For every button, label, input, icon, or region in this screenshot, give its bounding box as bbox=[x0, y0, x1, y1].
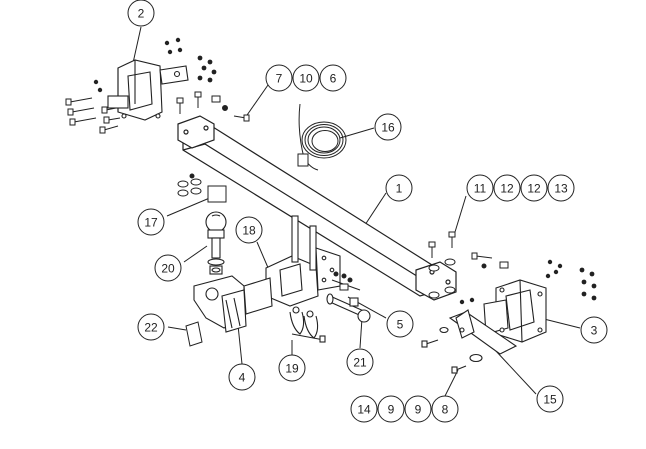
safety-shackles bbox=[289, 306, 326, 343]
callout-labels: 2 7 10 6 16 1 11 12 12 13 17 18 20 5 3 2… bbox=[138, 7, 598, 417]
callout-16 bbox=[374, 113, 402, 141]
callout-19 bbox=[278, 354, 306, 382]
left-bracket-nuts bbox=[93, 37, 217, 93]
callout-label-22: 22 bbox=[144, 321, 158, 335]
left-bracket-bolts bbox=[65, 97, 121, 134]
callout-label-12b: 12 bbox=[527, 182, 541, 196]
callout-18 bbox=[235, 216, 263, 244]
callout-22 bbox=[137, 313, 165, 341]
callout-5 bbox=[386, 310, 414, 338]
callout-17 bbox=[137, 208, 165, 236]
callout-label-14: 14 bbox=[357, 403, 371, 417]
callout-label-2: 2 bbox=[138, 7, 145, 21]
callout-label-5: 5 bbox=[397, 318, 404, 332]
callout-label-9b: 9 bbox=[415, 403, 422, 417]
callout-21 bbox=[346, 348, 374, 376]
reflector-plate bbox=[207, 185, 227, 203]
callout-20 bbox=[154, 254, 182, 282]
callout-6 bbox=[319, 64, 347, 92]
left-mounting-bracket bbox=[107, 59, 189, 121]
spacer-plate bbox=[185, 321, 203, 347]
callout-8 bbox=[431, 395, 459, 423]
right-mounting-bracket bbox=[483, 279, 547, 343]
tow-ball bbox=[205, 211, 227, 275]
callout-bubbles bbox=[127, 0, 608, 423]
right-bracket-nuts bbox=[459, 259, 597, 305]
callout-label-11: 11 bbox=[474, 182, 487, 196]
pin-assembly bbox=[331, 271, 361, 291]
callout-label-4: 4 bbox=[239, 371, 246, 385]
callout-label-8: 8 bbox=[442, 403, 449, 417]
callout-11 bbox=[466, 174, 494, 202]
callout-label-12a: 12 bbox=[500, 182, 514, 196]
callout-label-21: 21 bbox=[353, 356, 367, 370]
callout-label-18: 18 bbox=[242, 224, 256, 238]
bar-left-fasteners bbox=[177, 173, 202, 197]
callout-label-16: 16 bbox=[381, 121, 395, 135]
callout-label-9a: 9 bbox=[388, 403, 395, 417]
callout-label-13: 13 bbox=[554, 182, 568, 196]
leader-lines bbox=[130, 26, 581, 397]
callout-label-10: 10 bbox=[299, 72, 313, 86]
callout-label-20: 20 bbox=[161, 262, 175, 276]
callout-label-19: 19 bbox=[285, 362, 299, 376]
callout-12a bbox=[493, 174, 521, 202]
main-cross-bar bbox=[177, 115, 457, 301]
callout-4 bbox=[228, 363, 256, 391]
coupling-mount bbox=[193, 275, 273, 333]
callout-10 bbox=[292, 64, 320, 92]
callout-label-1: 1 bbox=[396, 182, 403, 196]
callout-label-7: 7 bbox=[276, 72, 283, 86]
socket-plate-bracket bbox=[421, 309, 518, 374]
callout-9a bbox=[377, 395, 405, 423]
callout-label-6: 6 bbox=[330, 72, 337, 86]
callout-12b bbox=[520, 174, 548, 202]
wiring-cable-coil bbox=[297, 103, 347, 171]
upper-bolts bbox=[176, 91, 250, 122]
detach-pin bbox=[326, 293, 371, 323]
callout-1 bbox=[385, 174, 413, 202]
callout-13 bbox=[547, 174, 575, 202]
callout-label-17: 17 bbox=[144, 216, 158, 230]
callout-14 bbox=[350, 395, 378, 423]
callout-label-3: 3 bbox=[591, 324, 598, 338]
callout-label-15: 15 bbox=[543, 393, 557, 407]
callout-7 bbox=[265, 64, 293, 92]
callout-15 bbox=[536, 385, 564, 413]
callout-2 bbox=[127, 0, 155, 27]
bar-right-fasteners bbox=[428, 231, 509, 299]
callout-3 bbox=[580, 316, 608, 344]
callout-9b bbox=[404, 395, 432, 423]
